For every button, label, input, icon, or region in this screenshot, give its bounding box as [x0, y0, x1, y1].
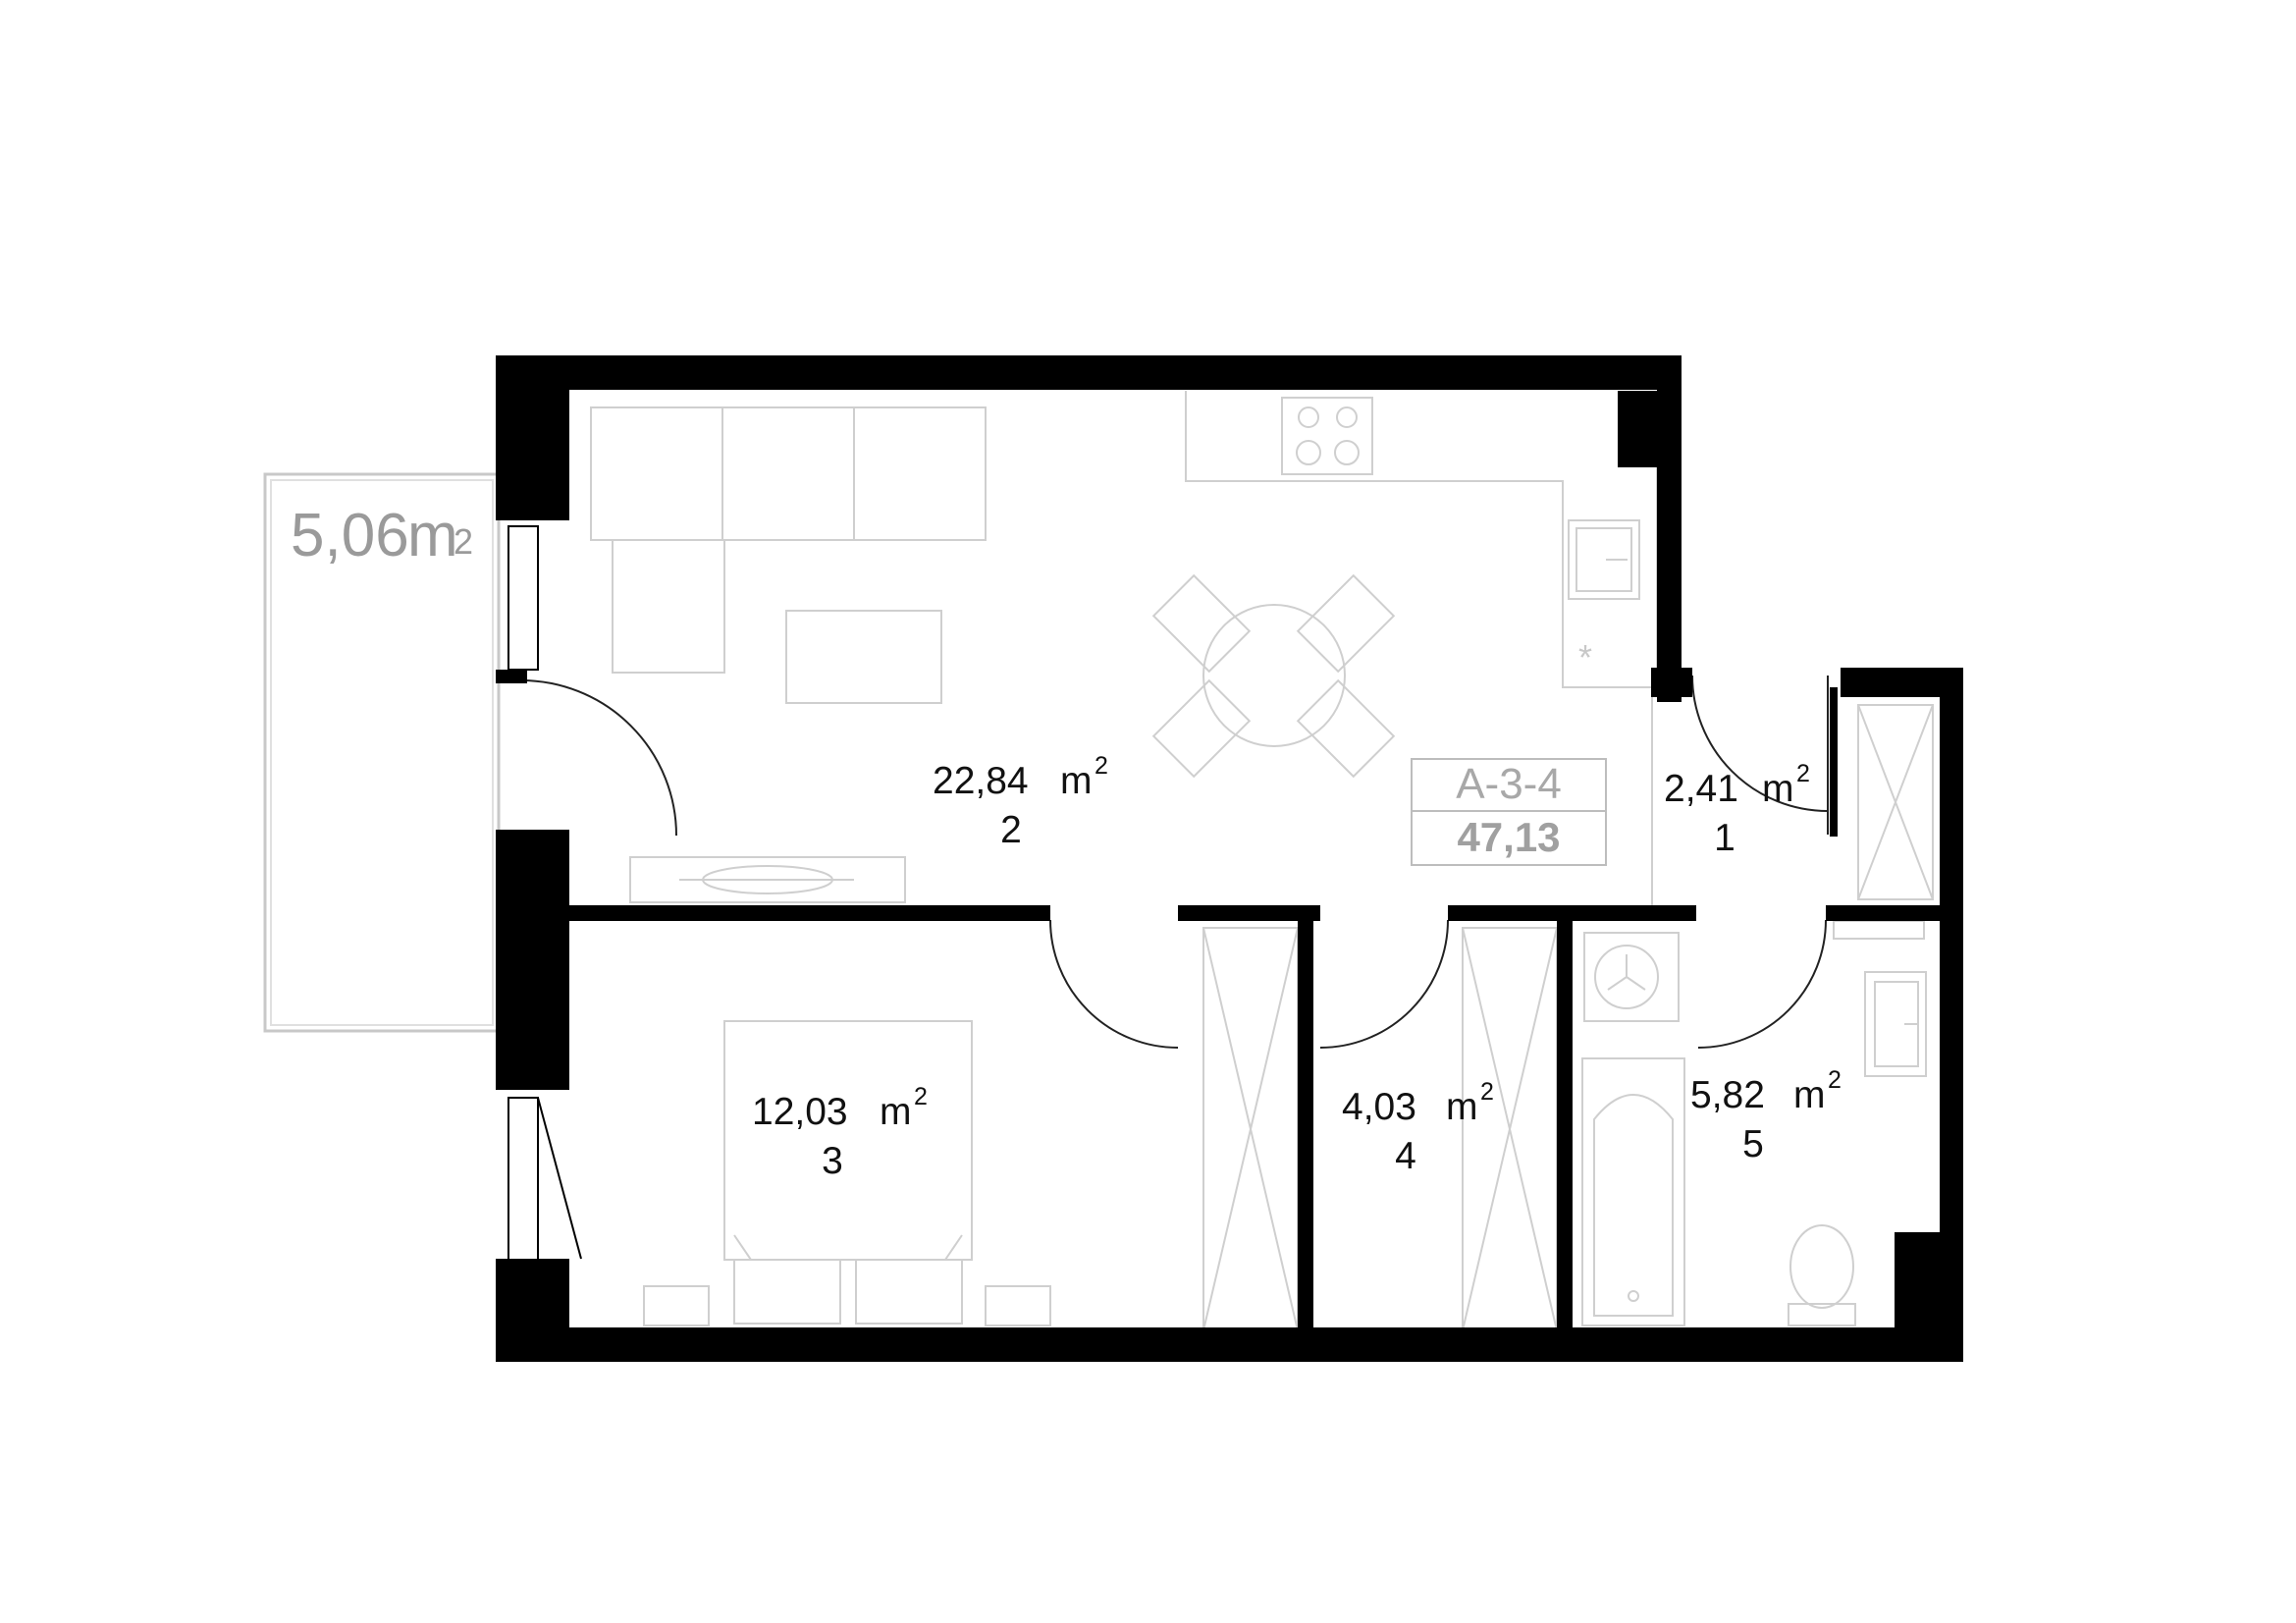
door-hall: [1319, 919, 1449, 1049]
coffee-table: [785, 610, 942, 704]
doors: [520, 675, 1838, 1049]
room-1-unit-sup: 2: [1796, 760, 1810, 787]
room-label-4: 4,03 m 2 4: [1342, 1078, 1494, 1177]
furniture: *: [590, 391, 1934, 1331]
room-3-number: 3: [822, 1140, 843, 1182]
room-label-5: 5,82 m 2 5: [1690, 1066, 1842, 1165]
kitchen-counter: *: [1185, 391, 1658, 688]
apartment-code: A-3-4: [1456, 760, 1562, 808]
door-entrance: [1691, 675, 1829, 812]
apartment-tag: A-3-4 47,13: [1411, 758, 1607, 866]
room-5-unit-sup: 2: [1828, 1066, 1842, 1094]
room-1-area: 2,41: [1664, 768, 1738, 810]
door-bathroom: [1697, 919, 1827, 1049]
svg-text:*: *: [1578, 637, 1592, 677]
room-2-unit-sup: 2: [1095, 752, 1108, 780]
room-3-area: 12,03: [752, 1091, 848, 1133]
apartment-total-area: 47,13: [1457, 814, 1560, 860]
balcony-unit-sup: 2: [454, 521, 473, 562]
balcony-unit: m: [407, 502, 458, 569]
room-2-area: 22,84: [933, 760, 1029, 802]
tv-stand: [629, 856, 906, 903]
bathtub: [1581, 1057, 1685, 1326]
room-5-area: 5,82: [1690, 1074, 1765, 1116]
windows: [507, 525, 1653, 1266]
toilet: [1788, 1224, 1856, 1326]
wardrobe-entry: [1833, 704, 1934, 940]
bed: [643, 1020, 1051, 1326]
door-bedroom: [1049, 919, 1179, 1049]
room-2-unit: m: [1060, 760, 1093, 802]
door-balcony: [520, 679, 677, 837]
walls: [496, 355, 1963, 1362]
dining-table: [1151, 573, 1396, 779]
balcony-area: 5,06: [291, 502, 409, 569]
room-5-number: 5: [1742, 1123, 1764, 1165]
washing-machine: [1583, 932, 1680, 1022]
balcony: 5,06 m 2: [263, 472, 501, 1033]
room-4-number: 4: [1395, 1135, 1416, 1177]
wardrobe-bedroom: [1202, 927, 1299, 1331]
room-label-1: 2,41 m 2 1: [1664, 760, 1810, 859]
room-1-unit: m: [1762, 768, 1794, 810]
room-3-unit-sup: 2: [914, 1083, 928, 1110]
room-1-number: 1: [1714, 817, 1735, 859]
room-3-unit: m: [880, 1091, 912, 1133]
room-4-unit-sup: 2: [1480, 1078, 1494, 1106]
room-5-unit: m: [1793, 1074, 1826, 1116]
wardrobe-hall: [1462, 927, 1558, 1331]
room-4-area: 4,03: [1342, 1086, 1416, 1128]
washbasin: [1864, 971, 1927, 1077]
room-2-number: 2: [1000, 809, 1022, 851]
room-label-3: 12,03 m 2 3: [752, 1083, 928, 1182]
room-label-2: 22,84 m 2 2: [933, 752, 1108, 851]
room-4-unit: m: [1446, 1086, 1478, 1128]
sofa: [590, 406, 987, 674]
